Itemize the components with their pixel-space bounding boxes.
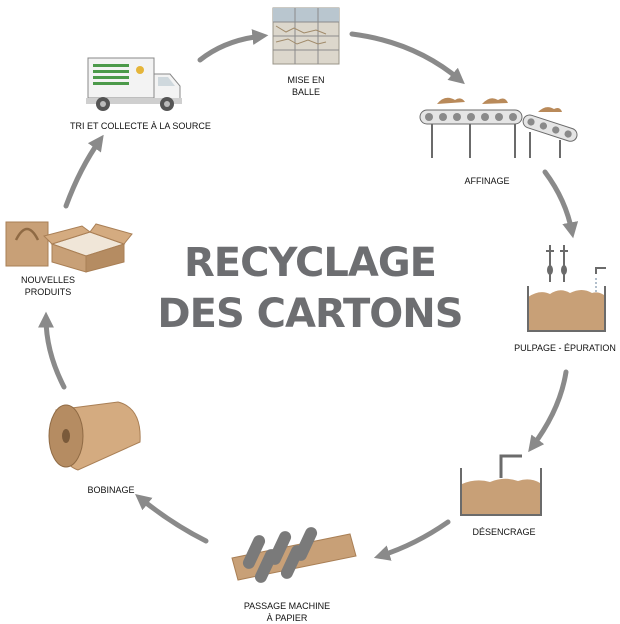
paper-roll-icon [48,401,141,471]
arrow-desencrage-to-machine [373,519,451,561]
paper-machine-icon [231,527,357,583]
truck-icon [86,57,182,111]
arrow-bale-to-affinage [349,31,465,85]
arrow-products-to-truck [63,134,104,209]
title-line-1: RECYCLAGE [184,240,437,286]
label-pulpage-epuration: PULPAGE - ÉPURATION [514,343,616,353]
pulping-tank-icon [527,245,606,332]
bale-icon [272,7,340,65]
label-bobinage: BOBINAGE [87,485,135,495]
arrow-machine-to-bobinage [135,493,209,544]
label-nouvelles-produits: NOUVELLES PRODUITS [20,275,76,297]
cycle-arrows [38,29,579,561]
label-mise-en-balle: MISE EN BALLE [287,75,325,97]
deinking-tank-icon [460,454,542,516]
arrow-pulpage-to-desencrage [528,369,569,453]
arrow-truck-to-bale [197,29,269,63]
label-affinage: AFFINAGE [464,176,510,186]
conveyor-icon [419,97,578,158]
label-desencrage: DÉSENCRAGE [472,527,536,537]
arrow-bobinage-to-products [38,311,67,390]
label-tri-collecte: TRI ET COLLECTE À LA SOURCE [70,121,211,131]
label-passage-machine: PASSAGE MACHINE À PAPIER [243,601,331,623]
new-products-icon [5,221,133,273]
arrow-affinage-to-pulpage [542,169,579,239]
title-line-2: DES CARTONS [157,291,463,337]
